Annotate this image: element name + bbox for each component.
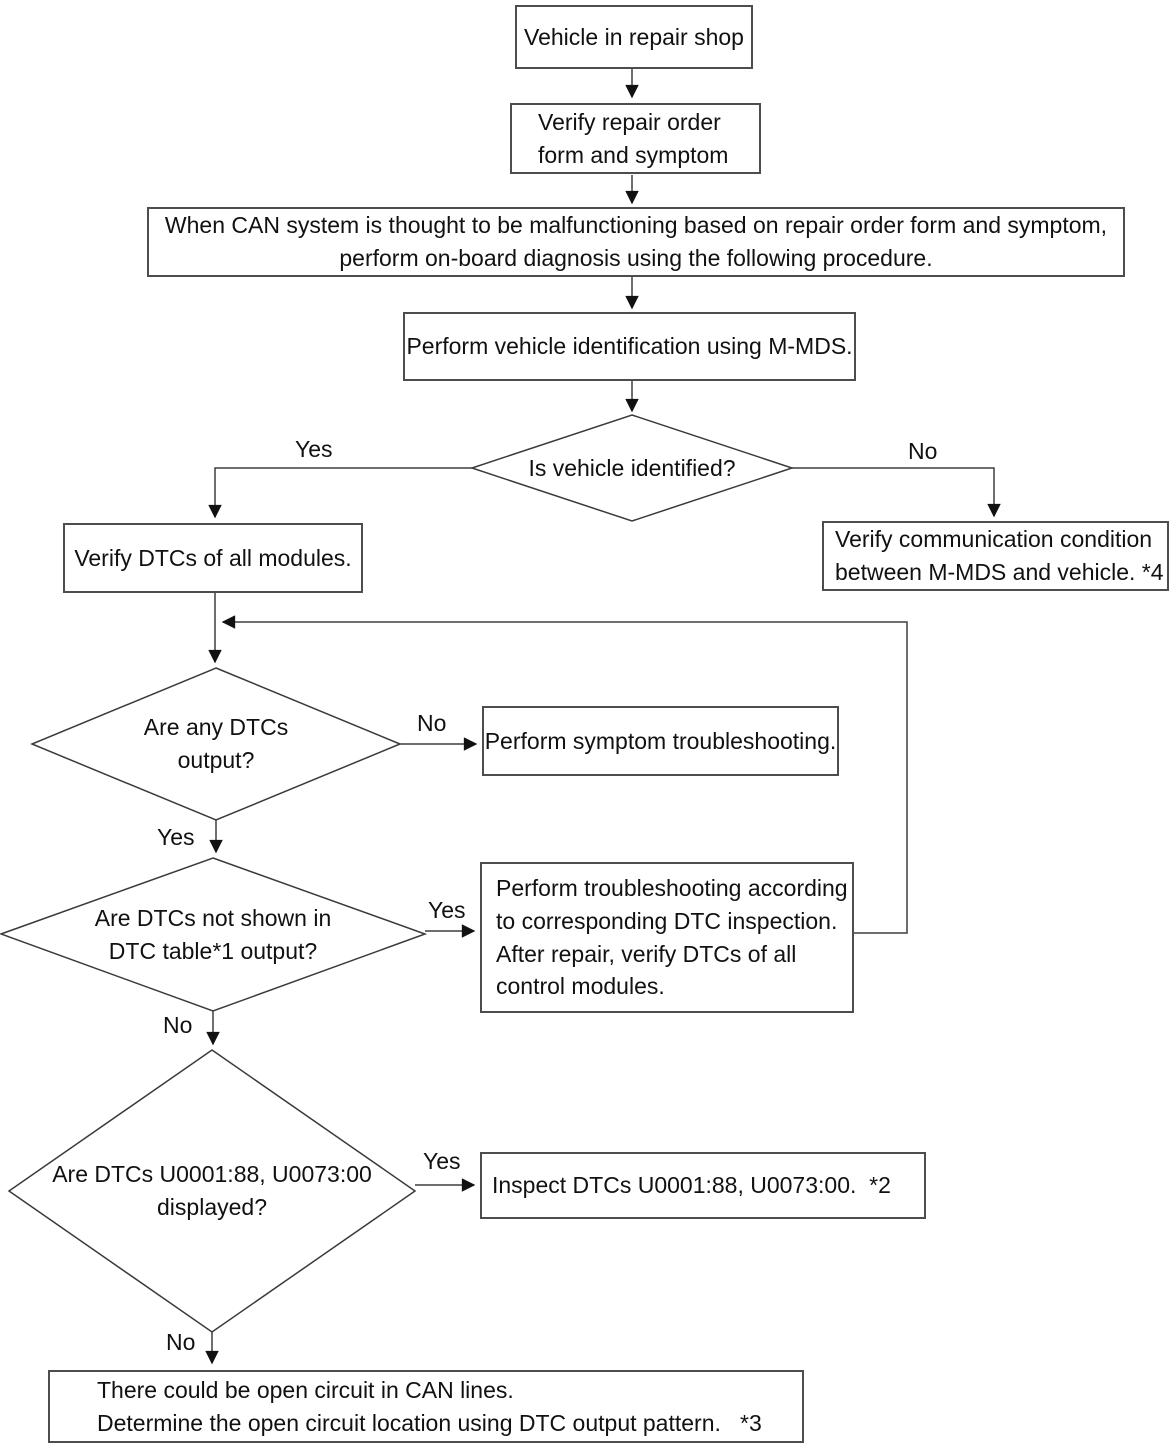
branch-label-d1-no: No bbox=[908, 438, 938, 464]
decision-diamond-vehicle-identified bbox=[469, 414, 795, 522]
process-box-start: Vehicle in repair shop bbox=[515, 5, 753, 69]
branch-label-d4-yes: Yes bbox=[423, 1148, 461, 1174]
branch-label-d3-no: No bbox=[163, 1012, 193, 1038]
decision-diamond-dtcs-u0001-u0073 bbox=[7, 1049, 417, 1333]
process-box-verify-dtcs: Verify DTCs of all modules. bbox=[63, 523, 363, 593]
wire-decision1-yes bbox=[208, 467, 472, 519]
process-box-vehicle-identification: Perform vehicle identification using M-M… bbox=[403, 312, 856, 381]
process-box-symptom-troubleshooting: Perform symptom troubleshooting. bbox=[482, 706, 839, 776]
process-box-dtc-inspection: Perform troubleshooting according to cor… bbox=[480, 862, 854, 1013]
process-box-can-malfunction-note: When CAN system is thought to be malfunc… bbox=[147, 207, 1125, 277]
decision-diamond-any-dtcs bbox=[30, 667, 402, 821]
process-box-verify-communication: Verify communication condition between M… bbox=[822, 521, 1169, 591]
branch-label-d2-yes: Yes bbox=[157, 824, 195, 850]
branch-label-d3-yes: Yes bbox=[428, 897, 466, 923]
process-box-inspect-dtcs: Inspect DTCs U0001:88, U0073:00. *2 bbox=[480, 1152, 926, 1219]
process-box-open-circuit: There could be open circuit in CAN lines… bbox=[48, 1370, 804, 1443]
wire-decision1-no bbox=[792, 467, 1001, 518]
wire-feedback-dtc-inspection bbox=[221, 615, 908, 934]
branch-label-d4-no: No bbox=[166, 1329, 196, 1355]
branch-label-d2-no: No bbox=[417, 710, 447, 736]
branch-label-d1-yes: Yes bbox=[295, 436, 333, 462]
process-box-verify-repair-order: Verify repair order form and symptom bbox=[510, 103, 761, 174]
decision-diamond-dtcs-not-in-table bbox=[0, 857, 428, 1012]
